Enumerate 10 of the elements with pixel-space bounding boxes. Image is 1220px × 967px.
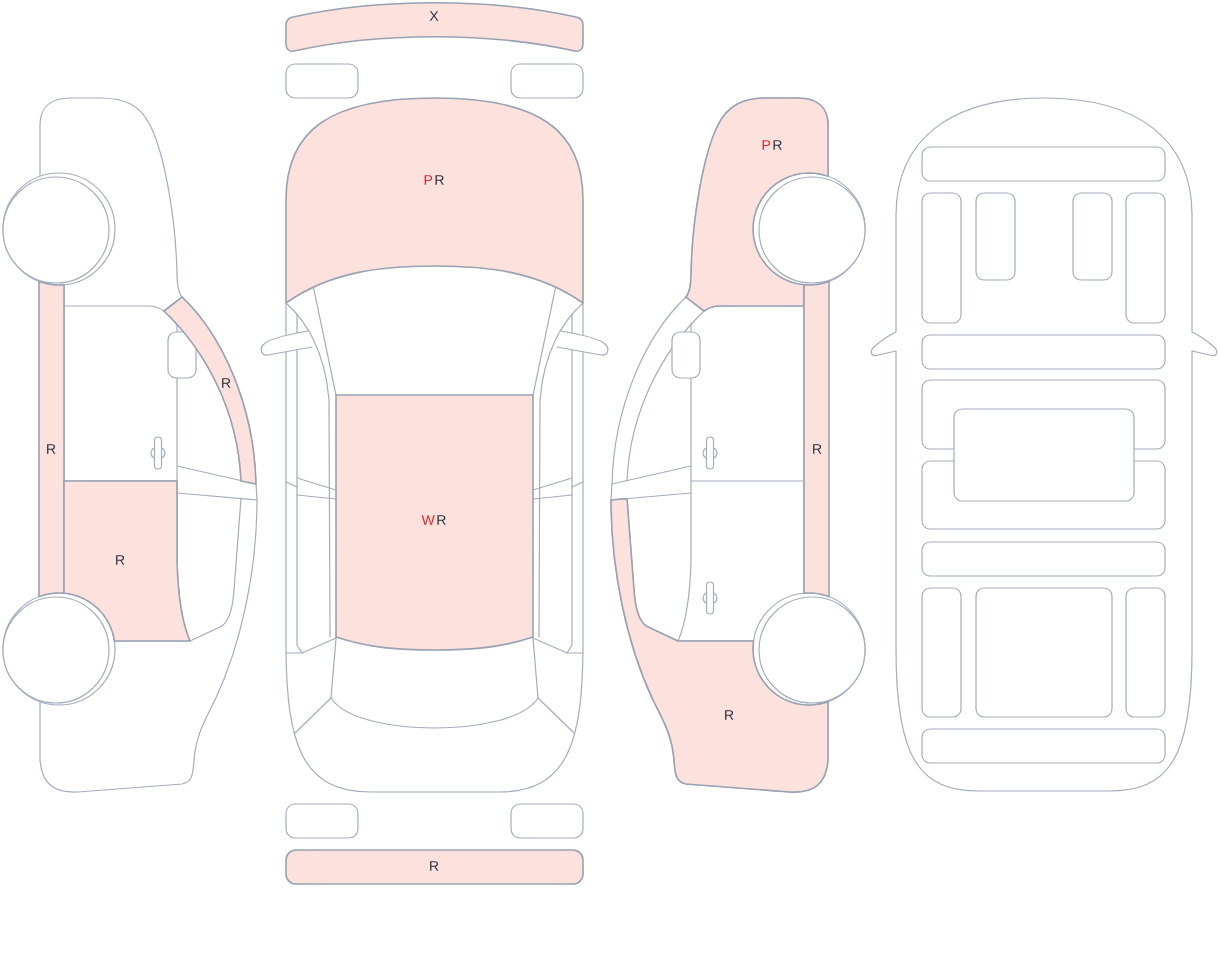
car-panel: P R xyxy=(685,97,829,312)
car-panel: R xyxy=(610,497,829,793)
car-panel: W R xyxy=(335,394,534,651)
car-panel: P R xyxy=(285,97,584,304)
car-panel: R xyxy=(163,296,257,485)
car-panel: R xyxy=(285,849,584,885)
car-panel: X xyxy=(285,1,584,52)
car-panel: R xyxy=(38,280,65,598)
car-panel: R xyxy=(803,280,830,598)
car-panel: R xyxy=(63,480,191,642)
